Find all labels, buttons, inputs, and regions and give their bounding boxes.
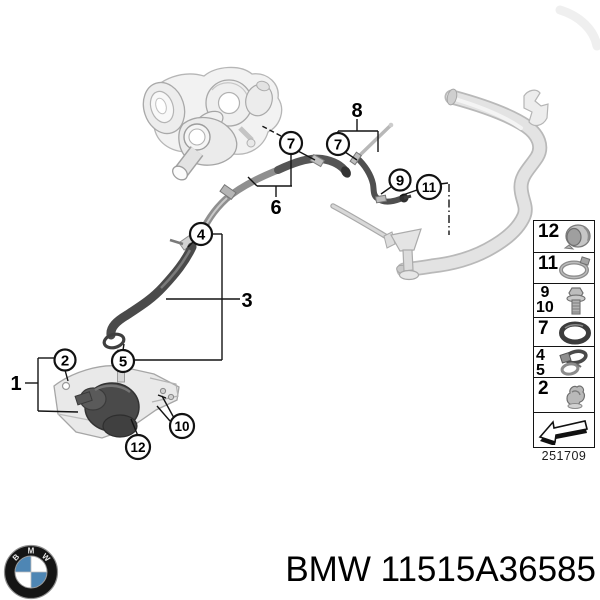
radiator-hose-drawing <box>396 88 549 278</box>
callout-11: 11 <box>415 173 443 201</box>
callout-7-left: 7 <box>278 130 304 156</box>
direction-arrow-icon <box>538 420 588 445</box>
hose-clamp-7-left <box>309 153 325 168</box>
logo-letter-m: M <box>28 547 35 556</box>
legend-row-12: 12 <box>534 221 594 253</box>
svg-text:12: 12 <box>130 440 145 455</box>
background-wisp <box>555 5 600 51</box>
hose-clamp-5 <box>102 332 126 350</box>
svg-text:7: 7 <box>334 137 342 154</box>
svg-text:5: 5 <box>119 354 127 371</box>
part-number-label: BMW 11515A36585 <box>285 550 596 589</box>
svg-text:10: 10 <box>174 419 189 434</box>
turbocharger-drawing <box>142 66 283 181</box>
legend-row-9-10: 9 10 <box>534 284 594 318</box>
diagram-code: 251709 <box>541 449 587 463</box>
callout-10: 10 <box>168 412 196 440</box>
svg-text:9: 9 <box>396 173 404 190</box>
bmw-logo: B M W <box>3 544 59 600</box>
logo-quadrant-blue-tl <box>15 556 31 572</box>
callout-4: 4 <box>188 221 214 247</box>
band-clamp-icon <box>559 256 591 280</box>
legend-row-7: 7 <box>534 318 594 347</box>
label-6: 6 <box>270 197 281 219</box>
leader-lines <box>25 119 450 437</box>
legend-row-4-5: 4 5 <box>534 347 594 379</box>
logo-letter-b: B <box>11 552 22 563</box>
label-1: 1 <box>10 373 21 395</box>
electric-water-pump-drawing <box>74 332 140 438</box>
hose-coupling-icon <box>563 224 591 250</box>
svg-text:7: 7 <box>287 136 295 153</box>
label-8: 8 <box>351 100 362 122</box>
svg-text:11: 11 <box>422 180 437 195</box>
callout-9: 9 <box>388 168 412 192</box>
hose-clamp-9 <box>374 194 388 204</box>
callout-12: 12 <box>124 433 152 461</box>
coolant-hose-3-drawing <box>106 242 197 340</box>
label-3: 3 <box>241 290 252 312</box>
flange-bolt-icon <box>566 287 586 315</box>
funnel-support-drawing <box>383 228 422 281</box>
logo-quadrant-blue-br <box>31 572 47 588</box>
legend-table: 12 11 9 10 <box>533 220 595 448</box>
hose-bracket-drawing <box>523 89 549 127</box>
hose-collar <box>219 184 237 200</box>
svg-text:4: 4 <box>197 227 206 244</box>
o-ring-icon <box>559 321 591 345</box>
callout-7-right: 7 <box>325 131 351 157</box>
callout-5: 5 <box>110 348 136 374</box>
retaining-clip-icon <box>566 385 586 409</box>
svg-text:2: 2 <box>61 353 69 370</box>
callout-2: 2 <box>53 348 77 372</box>
legend-row-11: 11 <box>534 253 594 284</box>
legend-row-arrow <box>534 413 594 447</box>
legend-row-2: 2 <box>534 378 594 413</box>
dipstick-tube-drawing <box>330 203 395 243</box>
hose-clamps-icon <box>559 349 588 376</box>
